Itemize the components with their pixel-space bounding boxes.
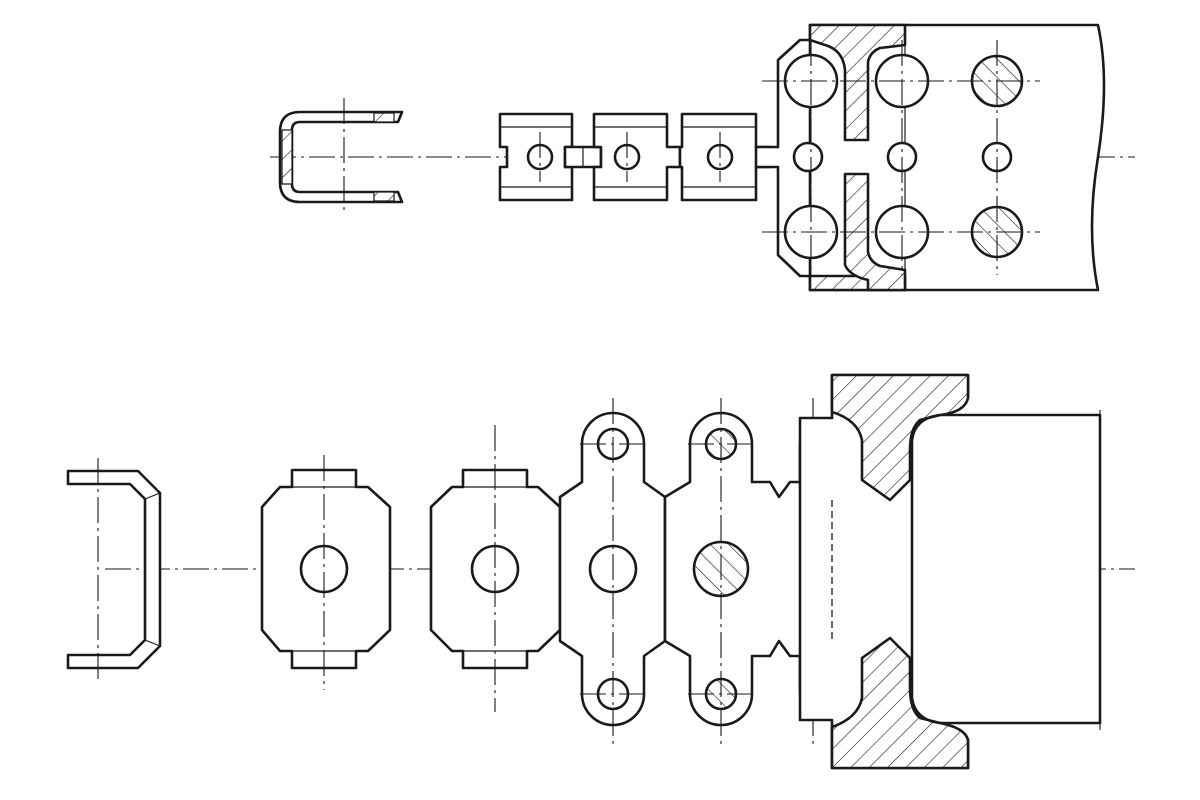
- top-bent-bracket: [278, 98, 404, 214]
- top-hatched-section: [808, 23, 907, 142]
- top-section-housing: [754, 23, 1106, 292]
- top-link-plate-1: [498, 112, 574, 202]
- front-lug-plate-1: [558, 398, 667, 745]
- top-link-plate-2: [592, 112, 682, 202]
- front-hatched-section-lower: [830, 636, 970, 770]
- front-shaft-housing: [798, 373, 1102, 770]
- top-view: [270, 23, 1135, 292]
- front-flange-plate-2: [429, 425, 562, 712]
- front-flange-plate-1: [260, 455, 392, 690]
- front-hatched-section-upper: [830, 373, 970, 502]
- front-bent-bracket: [66, 458, 162, 680]
- top-link-plate-3: [678, 112, 772, 202]
- front-lug-plate-2: [663, 398, 834, 745]
- top-housing-hole-mid-1: [792, 141, 824, 173]
- front-view: [66, 373, 1135, 770]
